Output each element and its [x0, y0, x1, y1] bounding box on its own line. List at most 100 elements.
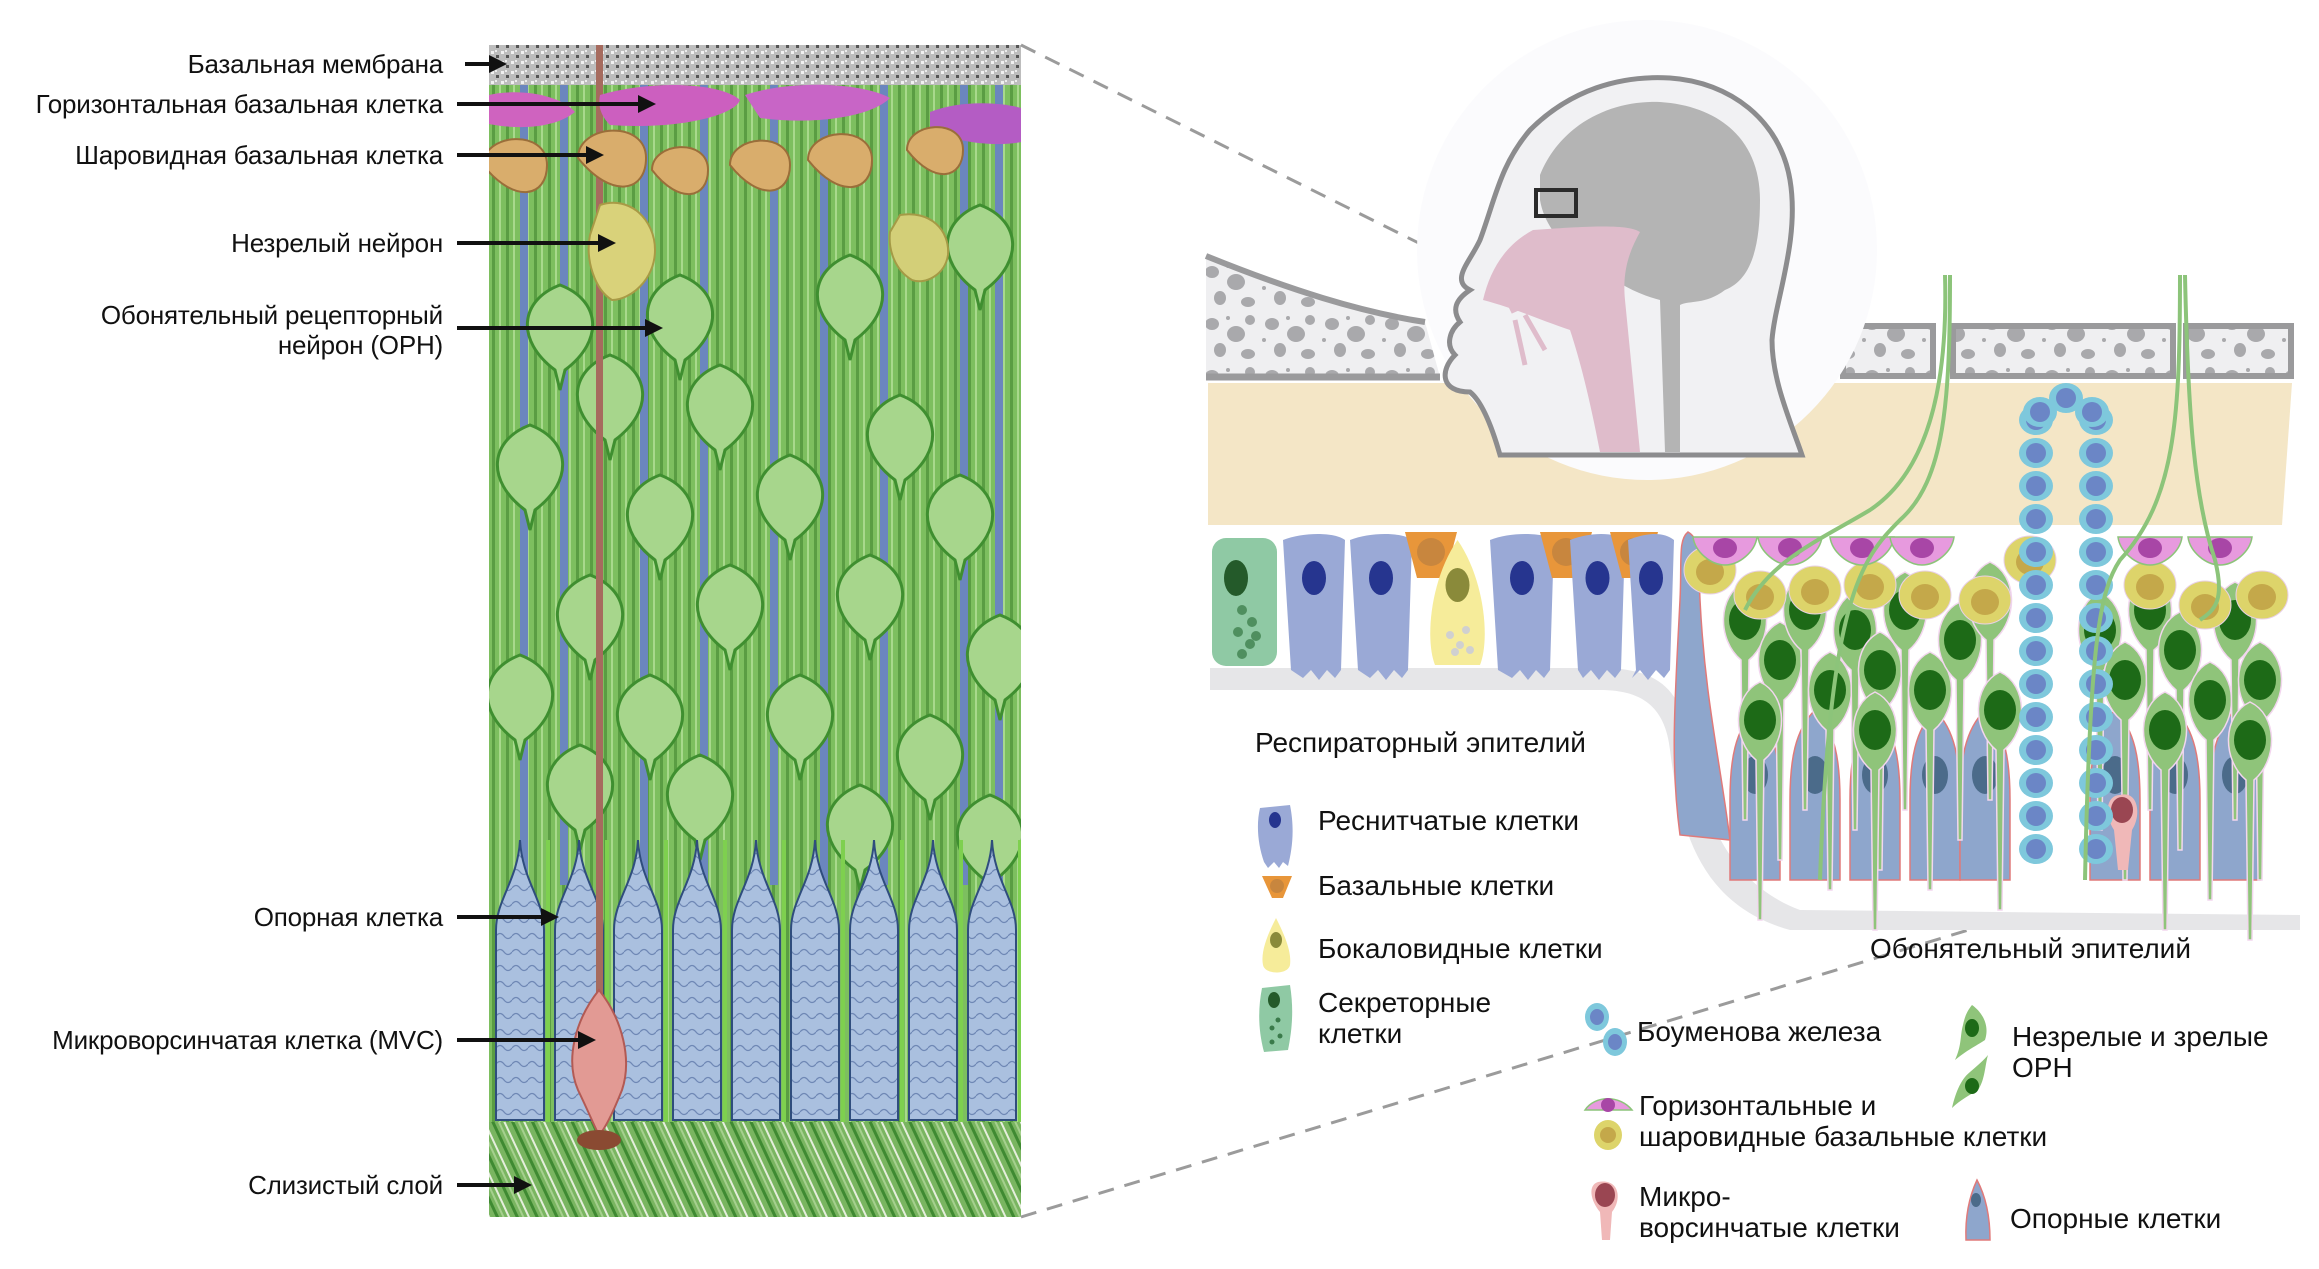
globose-basal-cell [1958, 575, 2012, 625]
support-process [560, 85, 568, 885]
globose-cell [576, 129, 648, 188]
orn-cell [2142, 691, 2188, 931]
olfactory-nerve-fibers [1743, 274, 2221, 881]
arrow-icon [457, 95, 656, 113]
mvc-process [596, 45, 603, 1045]
globose-basal-cells [489, 126, 965, 196]
legend-icons [1257, 805, 1991, 1241]
respiratory-epithelium-cells [1212, 531, 1731, 841]
globose-cell [728, 139, 792, 192]
globose-cell [905, 126, 965, 176]
orn-dendrite [959, 840, 963, 1130]
globose-cell [650, 146, 710, 196]
horizontal-basal-cell [1757, 536, 1823, 566]
olfactory-epithelium-title: Обонятельный эпителий [1870, 933, 2191, 964]
globose-cell [489, 138, 549, 194]
label-immature-neuron: Незрелый нейрон [231, 228, 443, 258]
label-basal-membrane: Базальная мембрана [187, 49, 444, 79]
gland-cell [2019, 438, 2053, 468]
arrow-icon [457, 234, 616, 252]
orn-cell [2187, 661, 2233, 901]
support-process [995, 85, 1003, 885]
gland-cell [2019, 834, 2053, 864]
arrow-icon [457, 908, 559, 926]
arrow-icon [465, 55, 507, 73]
globose-basal-cell [1788, 565, 1842, 615]
gland-cell [2019, 636, 2053, 666]
orn-cell-body [696, 563, 764, 671]
label-arrows [457, 55, 663, 1194]
ciliated-cell [1628, 534, 1674, 680]
label-support-cell: Опорная клетка [253, 902, 443, 932]
gland-cell [2019, 702, 2053, 732]
orn-cell-body [576, 353, 644, 461]
ciliated-cell [1350, 534, 1412, 680]
arrow-icon [457, 146, 604, 164]
gland-cell [2019, 537, 2053, 567]
gland-cell [2079, 669, 2113, 699]
ciliated-cell-icon [1257, 805, 1293, 868]
gland-cell [2079, 504, 2113, 534]
orn-cell [1852, 691, 1898, 931]
legend-horizontal-globose-basal: Горизонтальные и шаровидные базальные кл… [1639, 1090, 2047, 1152]
legend-orn: Незрелые и зрелые ОРН [2012, 1021, 2269, 1083]
gland-cell [2019, 504, 2053, 534]
support-cell-icon [1965, 1178, 1991, 1241]
support-cell [849, 839, 899, 1121]
goblet-cell [1430, 540, 1485, 665]
respiratory-epithelium-title: Респираторный эпителий [1255, 727, 1586, 758]
horizontal-basal-cell [1829, 536, 1895, 566]
orn-cell-body [836, 553, 904, 661]
legend-orn-line-1: Незрелые и зрелые [2012, 1021, 2269, 1052]
legend-basal-cells: Базальные клетки [1318, 870, 1555, 901]
label-microvillous-cell: Микроворсинчатая клетка (MVC) [52, 1025, 443, 1055]
gland-cell [2019, 570, 2053, 600]
legend-secretory-line-2: клетки [1318, 1018, 1403, 1049]
horizontal-basal-cell [2187, 536, 2253, 566]
gland-cell [2079, 735, 2113, 765]
orn-dendrite [782, 840, 786, 1130]
legend-bowman-gland: Боуменова железа [1637, 1016, 1882, 1047]
legend-microvillous-line-2: ворсинчатые клетки [1639, 1212, 1900, 1243]
orn-dendrite [1018, 840, 1021, 1130]
region-marker [1534, 188, 1578, 218]
arrow-icon [457, 319, 663, 337]
legend-basal-line-1: Горизонтальные и [1639, 1090, 1877, 1121]
head-inset [1417, 20, 1877, 480]
goblet-cell-icon [1262, 918, 1291, 973]
orn-dendrite [664, 840, 668, 1130]
orn-cell-body [926, 473, 994, 581]
orn-cell [1907, 651, 1953, 891]
gland-cell [2079, 471, 2113, 501]
cribriform-plate [1840, 323, 2294, 379]
orn-cell-body [626, 473, 694, 581]
transitional-support-cell [1673, 531, 1731, 841]
orn-dendrite [723, 840, 727, 1130]
gland-cell [2019, 471, 2053, 501]
orn-cell-body [896, 713, 964, 821]
orn-cell [1937, 601, 1983, 841]
orn-dendrite [546, 840, 550, 1130]
globose-basal-cell [2123, 560, 2177, 610]
gland-cell [2079, 801, 2113, 831]
label-orn: Обонятельный рецепторный нейрон (ОРН) [101, 300, 443, 360]
arrow-icon [457, 1176, 532, 1194]
support-process [820, 85, 828, 885]
support-cell [672, 839, 722, 1121]
mvc-microvilli [577, 1130, 621, 1150]
arrow-icon [457, 1031, 596, 1049]
bowman-gland-icon [1585, 1003, 1627, 1056]
secretory-cell [1212, 538, 1277, 666]
orn-cell [2102, 641, 2148, 881]
gland-cell [2019, 603, 2053, 633]
orn-dendrite [900, 840, 904, 1130]
gland-cell [2019, 801, 2053, 831]
orn-dendrite [605, 840, 609, 1130]
orn-cell-body [866, 393, 934, 501]
legend-secretory-line-1: Секреторные [1318, 987, 1492, 1018]
orn-cell [2227, 701, 2273, 941]
gland-cell [2019, 669, 2053, 699]
orn-dendrite [841, 840, 845, 1130]
support-cell-bodies [495, 839, 1021, 1130]
